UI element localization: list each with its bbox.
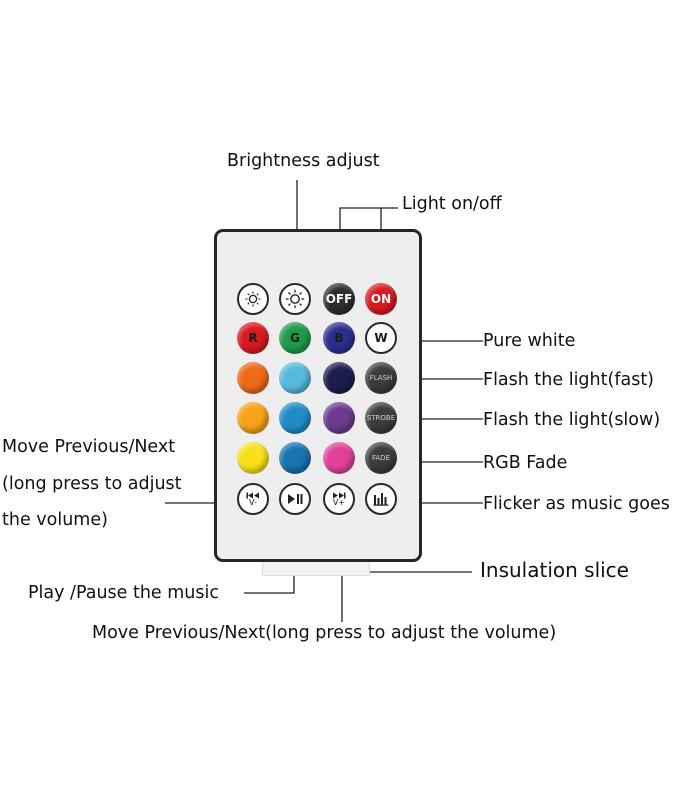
move-prev-bottom-label: Move Previous/Next(long press to adjust … bbox=[92, 623, 557, 643]
flash-button[interactable]: FLASH bbox=[365, 362, 397, 394]
flicker-music-label: Flicker as music goes bbox=[483, 494, 670, 514]
amber-color-button[interactable] bbox=[237, 402, 269, 434]
move-prev-left-label-line3: the volume) bbox=[2, 510, 108, 530]
skip-previous-icon bbox=[246, 492, 260, 499]
light-blue-color-button[interactable] bbox=[279, 362, 311, 394]
flash-slow-label: Flash the light(slow) bbox=[483, 410, 661, 430]
pure-white-label: Pure white bbox=[483, 331, 576, 351]
insulation-slice bbox=[262, 562, 370, 576]
brightness-up-button[interactable] bbox=[279, 283, 311, 315]
blue-button-label: B bbox=[334, 331, 344, 345]
white-button[interactable]: W bbox=[365, 322, 397, 354]
flash-button-label: FLASH bbox=[369, 374, 393, 382]
brightness-adjust-label: Brightness adjust bbox=[227, 151, 380, 171]
fade-button[interactable]: FADE bbox=[365, 442, 397, 474]
next-button[interactable]: V+ bbox=[323, 483, 355, 515]
sun-large-icon bbox=[285, 289, 305, 309]
sun-small-icon bbox=[244, 290, 262, 308]
white-button-label: W bbox=[374, 331, 388, 345]
music-bars-icon bbox=[373, 492, 389, 506]
blue-color-button[interactable]: B bbox=[323, 322, 355, 354]
off-button-label: OFF bbox=[325, 292, 353, 306]
previous-button[interactable]: V- bbox=[237, 483, 269, 515]
fade-button-label: FADE bbox=[372, 454, 390, 462]
red-button-label: R bbox=[248, 331, 258, 345]
rgb-fade-label: RGB Fade bbox=[483, 453, 568, 473]
yellow-color-button[interactable] bbox=[237, 442, 269, 474]
on-button[interactable]: ON bbox=[365, 283, 397, 315]
sky-blue-color-button[interactable] bbox=[279, 402, 311, 434]
play-pause-button[interactable] bbox=[279, 483, 311, 515]
brightness-down-button[interactable] bbox=[237, 283, 269, 315]
ocean-blue-color-button[interactable] bbox=[279, 442, 311, 474]
navy-color-button[interactable] bbox=[323, 362, 355, 394]
red-color-button[interactable]: R bbox=[237, 322, 269, 354]
play-pause-icon bbox=[287, 493, 303, 505]
light-onoff-label: Light on/off bbox=[402, 194, 502, 214]
pink-color-button[interactable] bbox=[323, 442, 355, 474]
off-button[interactable]: OFF bbox=[323, 283, 355, 315]
strobe-button[interactable]: STROBE bbox=[365, 402, 397, 434]
purple-color-button[interactable] bbox=[323, 402, 355, 434]
move-prev-left-label-line2: (long press to adjust bbox=[2, 474, 182, 494]
on-button-label: ON bbox=[370, 292, 392, 306]
strobe-button-label: STROBE bbox=[366, 414, 396, 422]
volume-down-label: V- bbox=[249, 497, 257, 507]
insulation-slice-label: Insulation slice bbox=[480, 558, 629, 582]
move-prev-left-label-line1: Move Previous/Next bbox=[2, 437, 176, 457]
green-color-button[interactable]: G bbox=[279, 322, 311, 354]
music-mode-button[interactable] bbox=[365, 483, 397, 515]
green-button-label: G bbox=[290, 331, 300, 345]
skip-next-icon bbox=[332, 492, 346, 499]
flash-fast-label: Flash the light(fast) bbox=[483, 370, 655, 390]
volume-up-label: V+ bbox=[332, 497, 346, 507]
orange-color-button[interactable] bbox=[237, 362, 269, 394]
play-pause-label: Play /Pause the music bbox=[28, 583, 220, 603]
